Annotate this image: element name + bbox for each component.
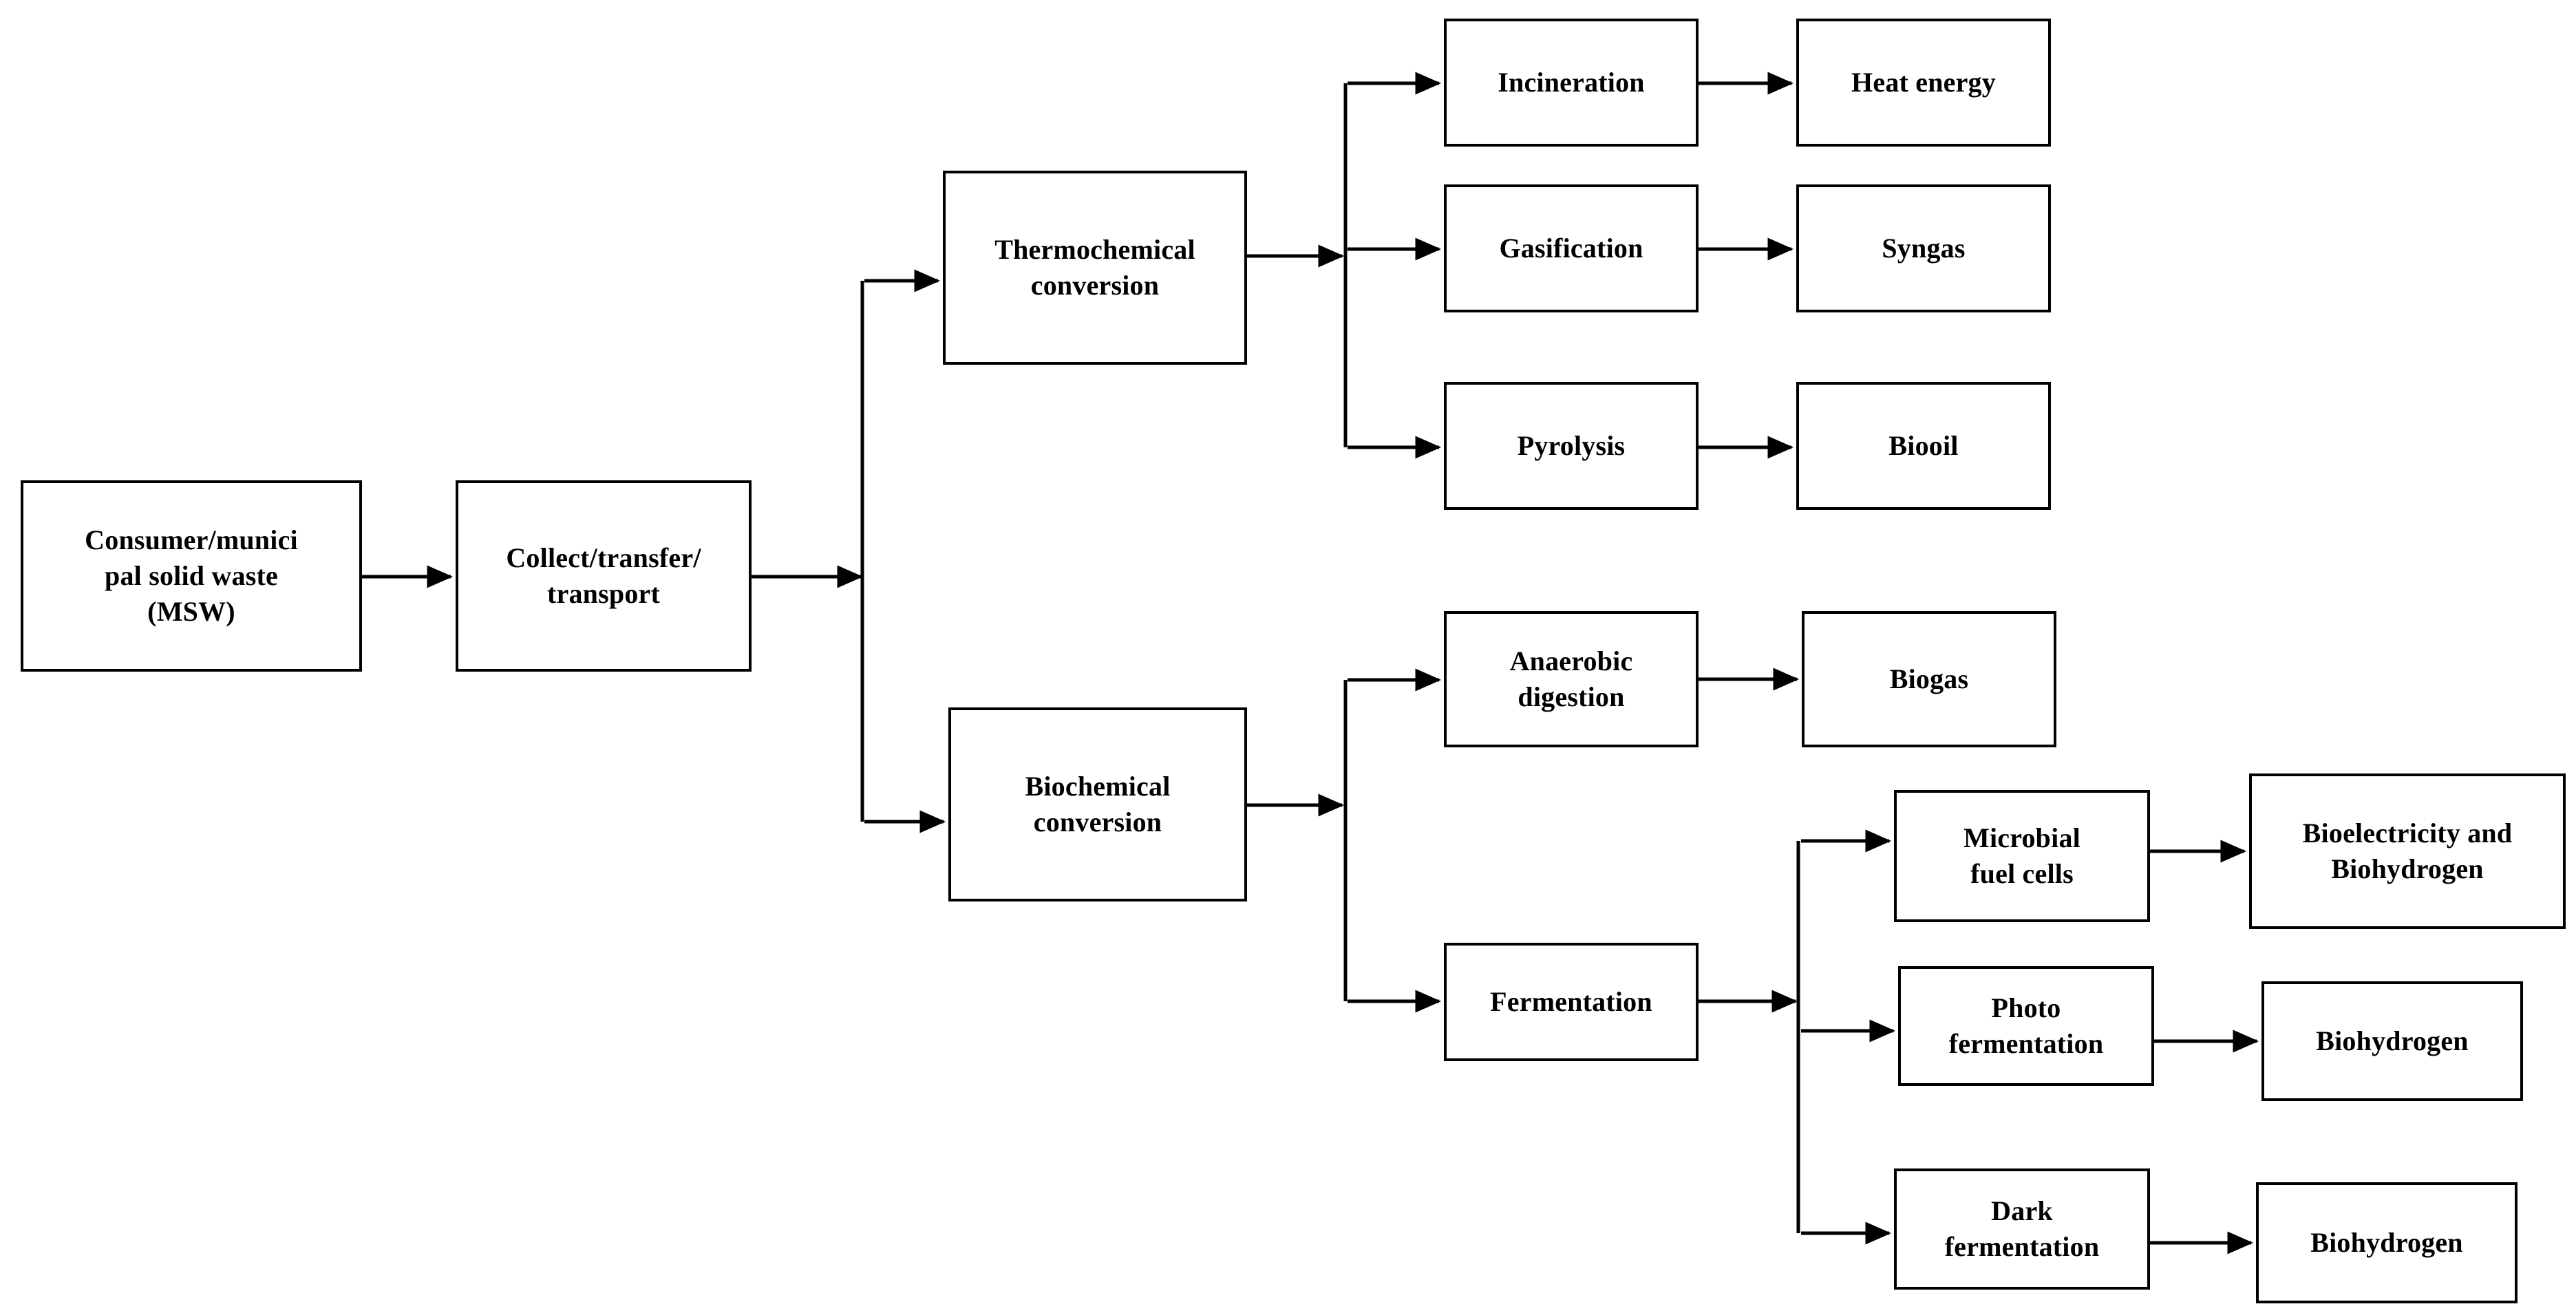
node-collect-transfer-transport-label: Collect/transfer/ transport <box>506 542 701 609</box>
node-pyrolysis-label: Pyrolysis <box>1517 430 1626 461</box>
node-anaerobic-digestion-label: Anaerobic digestion <box>1509 645 1633 712</box>
node-biooil-label: Biooil <box>1888 430 1959 461</box>
node-incineration[interactable]: Incineration <box>1444 19 1699 147</box>
node-fermentation-label: Fermentation <box>1490 986 1652 1017</box>
node-microbial-fuel-cells[interactable]: Microbial fuel cells <box>1894 790 2150 922</box>
node-biochemical-conversion-label: Biochemical conversion <box>1025 771 1171 837</box>
node-biohydrogen-photo[interactable]: Biohydrogen <box>2261 981 2523 1101</box>
node-biochemical-conversion[interactable]: Biochemical conversion <box>948 707 1247 901</box>
node-syngas[interactable]: Syngas <box>1796 184 2051 312</box>
node-msw-label: Consumer/munici pal solid waste (MSW) <box>85 524 298 627</box>
node-dark-fermentation-label: Dark fermentation <box>1944 1195 2100 1262</box>
node-pyrolysis[interactable]: Pyrolysis <box>1444 382 1699 510</box>
node-dark-fermentation[interactable]: Dark fermentation <box>1894 1168 2150 1290</box>
node-thermochemical-conversion[interactable]: Thermochemical conversion <box>943 171 1247 365</box>
node-photo-fermentation-label: Photo fermentation <box>1948 992 2104 1059</box>
node-anaerobic-digestion[interactable]: Anaerobic digestion <box>1444 611 1699 747</box>
node-biohydrogen-dark[interactable]: Biohydrogen <box>2256 1182 2518 1303</box>
node-biogas[interactable]: Biogas <box>1802 611 2056 747</box>
node-thermochemical-conversion-label: Thermochemical conversion <box>994 234 1195 301</box>
node-incineration-label: Incineration <box>1498 67 1645 98</box>
node-biooil[interactable]: Biooil <box>1796 382 2051 510</box>
node-syngas-label: Syngas <box>1882 233 1966 264</box>
node-gasification[interactable]: Gasification <box>1444 184 1699 312</box>
node-fermentation[interactable]: Fermentation <box>1444 943 1699 1061</box>
node-heat-energy[interactable]: Heat energy <box>1796 19 2051 147</box>
node-biohydrogen-dark-label: Biohydrogen <box>2310 1227 2463 1258</box>
node-collect-transfer-transport[interactable]: Collect/transfer/ transport <box>456 480 752 672</box>
node-biogas-label: Biogas <box>1889 663 1969 694</box>
node-microbial-fuel-cells-label: Microbial fuel cells <box>1963 822 2080 889</box>
node-gasification-label: Gasification <box>1499 233 1643 264</box>
node-photo-fermentation[interactable]: Photo fermentation <box>1898 966 2154 1086</box>
node-biohydrogen-photo-label: Biohydrogen <box>2316 1025 2469 1056</box>
node-msw[interactable]: Consumer/munici pal solid waste (MSW) <box>21 480 362 672</box>
node-bioelectricity-and-biohydrogen[interactable]: Bioelectricity and Biohydrogen <box>2249 773 2566 929</box>
node-bioelectricity-and-biohydrogen-label: Bioelectricity and Biohydrogen <box>2302 818 2513 884</box>
node-heat-energy-label: Heat energy <box>1851 67 1996 98</box>
